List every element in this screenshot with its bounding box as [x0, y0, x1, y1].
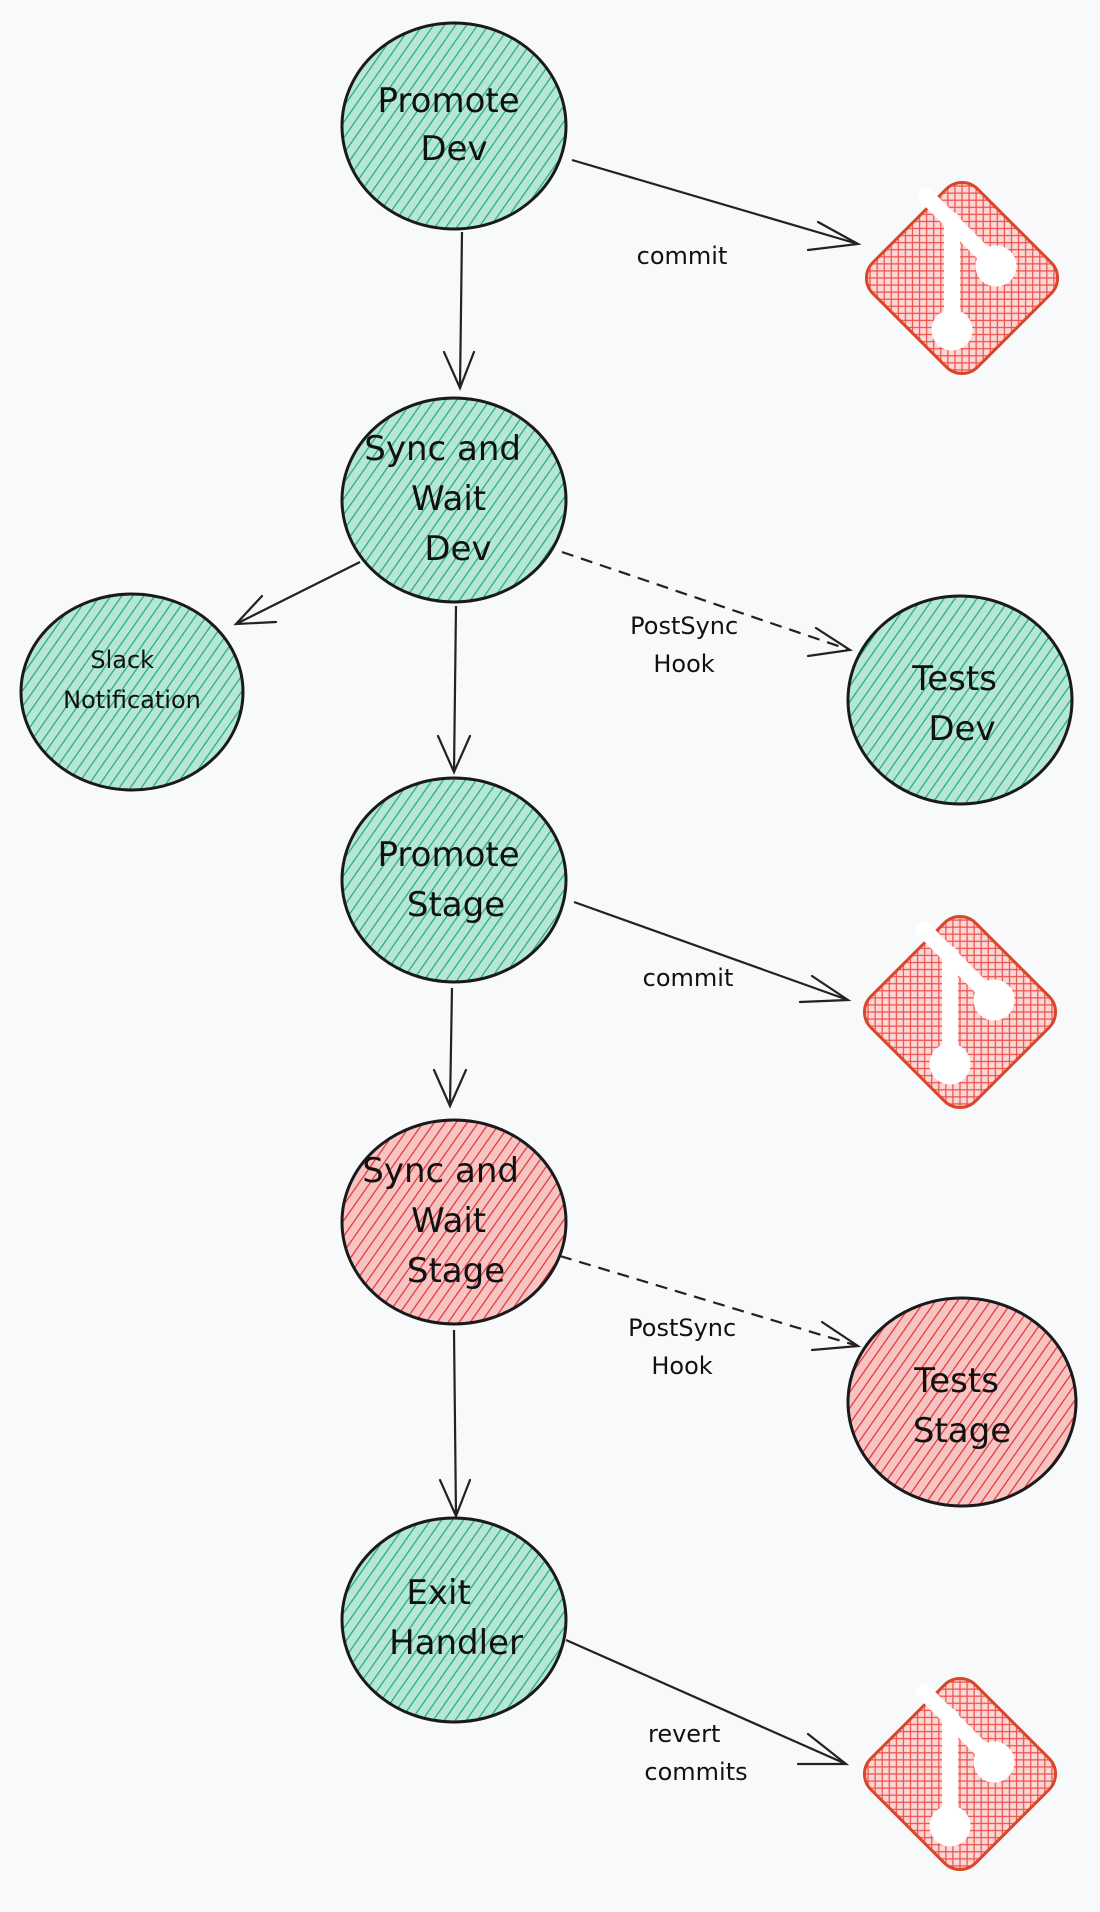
- edge-label-revert-commits: revert commits: [644, 1720, 747, 1786]
- edge-label-postsync-stage: PostSync Hook: [628, 1314, 744, 1380]
- git-icon: [864, 180, 1060, 376]
- node-sync-wait-stage[interactable]: Sync and Wait Stage: [340, 1118, 568, 1326]
- node-tests-stage[interactable]: Tests Stage: [846, 1296, 1078, 1508]
- node-tests-dev-label: Tests Dev: [911, 659, 1007, 749]
- node-promote-dev[interactable]: Promote Dev: [340, 21, 568, 231]
- edge-promote-stage-to-git: [573, 900, 852, 1004]
- node-promote-stage[interactable]: Promote Stage: [340, 776, 568, 984]
- edge-sync-dev-to-promote-stage: [436, 605, 472, 775]
- edge-sync-dev-to-slack: [233, 561, 361, 626]
- node-sync-wait-dev[interactable]: Sync and Wait Dev: [340, 396, 568, 604]
- edge-sync-dev-to-tests-dev: [561, 550, 854, 658]
- edge-label-postsync-dev: PostSync Hook: [630, 612, 746, 678]
- git-icons: [862, 180, 1060, 1872]
- edge-promote-dev-to-git: [571, 158, 862, 252]
- node-promote-stage-label: Promote Stage: [378, 835, 531, 925]
- edges: [233, 158, 862, 1766]
- node-tests-stage-label: Tests Stage: [913, 1361, 1011, 1451]
- node-exit-handler-label: Exit Handler: [389, 1573, 523, 1663]
- node-promote-dev-label: Promote Dev: [378, 81, 531, 169]
- edge-promote-stage-to-sync-stage: [432, 987, 468, 1109]
- edge-sync-stage-to-tests-stage: [559, 1254, 862, 1352]
- node-sync-wait-stage-label: Sync and Wait Stage: [362, 1151, 530, 1291]
- node-exit-handler[interactable]: Exit Handler: [340, 1516, 568, 1724]
- edge-label-commit-dev: commit: [637, 242, 728, 270]
- git-icon: [862, 914, 1058, 1110]
- node-slack-notification[interactable]: Slack Notification: [19, 592, 245, 792]
- git-icon: [862, 1676, 1058, 1872]
- nodes: Promote Dev Sync and Wait Dev Slack Noti…: [19, 21, 1078, 1724]
- node-slack-notification-label: Slack Notification: [63, 646, 201, 714]
- node-sync-wait-dev-label: Sync and Wait Dev: [364, 429, 532, 569]
- edge-labels: commit PostSync Hook commit PostSync Hoo…: [628, 242, 747, 1786]
- edge-promote-dev-to-sync-dev: [442, 231, 476, 391]
- edge-label-commit-stage: commit: [643, 964, 734, 992]
- node-tests-dev[interactable]: Tests Dev: [846, 594, 1074, 806]
- edge-sync-stage-to-exit-handler: [438, 1329, 472, 1519]
- edge-exit-handler-to-git: [565, 1638, 850, 1766]
